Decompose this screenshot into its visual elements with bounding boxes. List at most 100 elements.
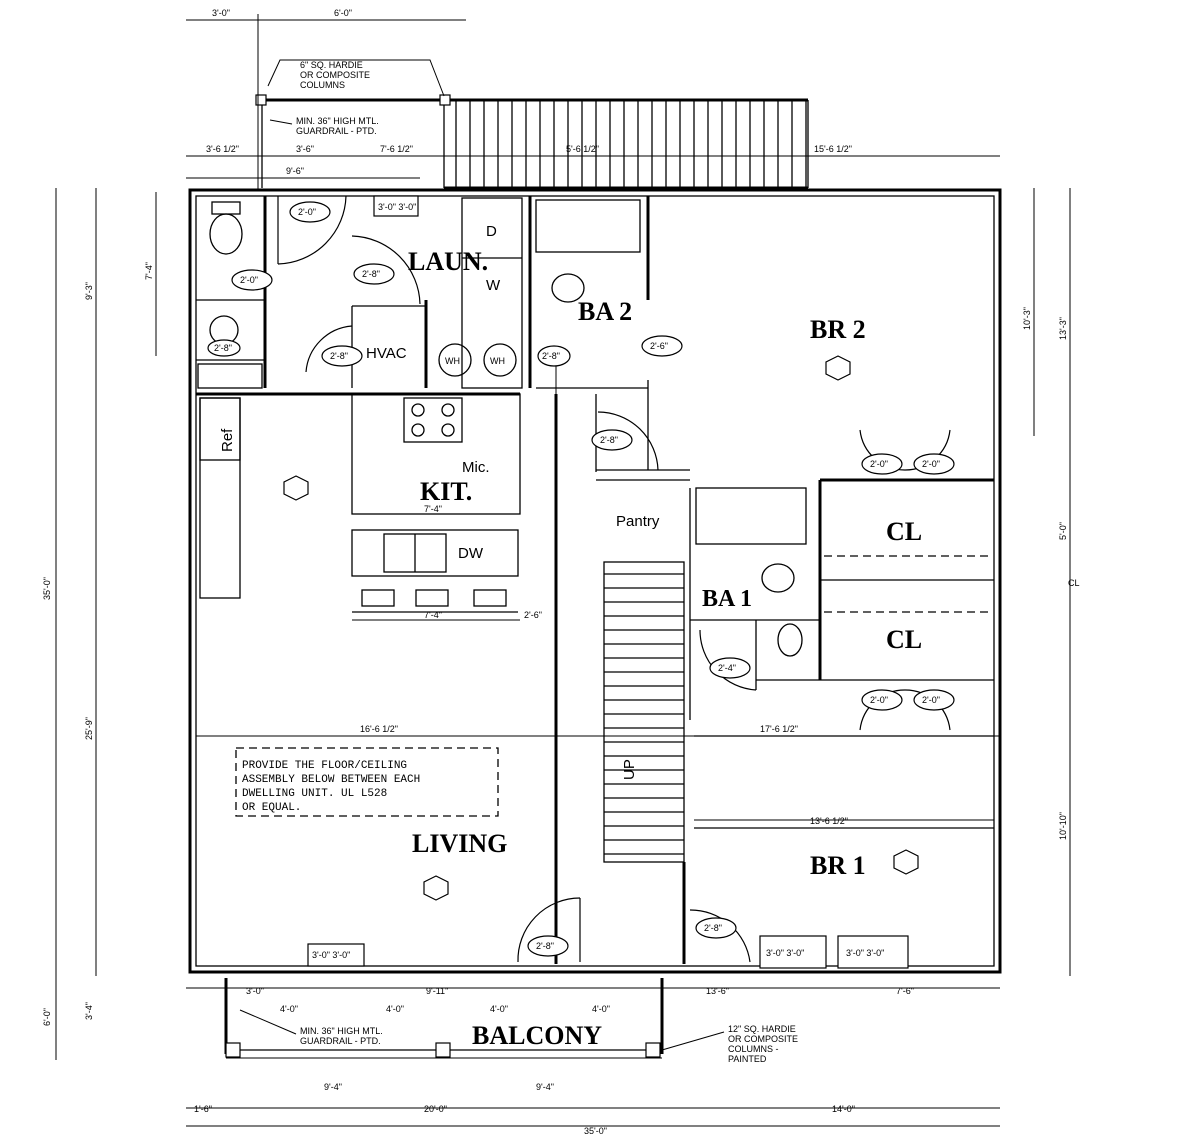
dim-bottom-2: 9'-11": [426, 986, 448, 996]
dim-left-upper: 9'-3": [84, 282, 94, 300]
top-guardrail-note: MIN. 36" HIGH MTL. GUARDRAIL - PTD.: [269, 116, 379, 136]
svg-text:3'-0" 3'-0": 3'-0" 3'-0": [766, 948, 804, 958]
door-tag: 2'-0": [861, 453, 903, 475]
dim-right-1: 10'-3": [1022, 307, 1032, 330]
top-columns-note-1: 6" SQ. HARDIE: [300, 60, 363, 70]
fixture-label-microwave: Mic.: [462, 459, 490, 476]
window-tag: 3'-0" 3'-0": [837, 935, 909, 969]
dim-bot2-2: 9'-4": [536, 1082, 554, 1092]
dim-bot2-1: 9'-4": [324, 1082, 342, 1092]
room-labels: LAUN. BA 2 BR 2 KIT. Pantry CL BA 1 CL L…: [408, 247, 922, 1050]
fixture-labels: D W HVAC WH WH Ref Mic. DW CL UP: [219, 223, 1080, 780]
room-label-balcony: BALCONY: [472, 1021, 602, 1050]
svg-text:2'-0": 2'-0": [870, 695, 888, 705]
smoke-detectors: [283, 355, 919, 901]
dim-row3-1: 9'-6": [286, 166, 304, 176]
dim-kit-3: 2'-6": [524, 610, 542, 620]
svg-text:2'-0": 2'-0": [240, 275, 258, 285]
dim-row2-4: 5'-6 1/2": [566, 144, 599, 154]
svg-text:2'-8": 2'-8": [330, 351, 348, 361]
svg-text:3'-0" 3'-0": 3'-0" 3'-0": [312, 950, 350, 960]
dim-top-2: 6'-0": [334, 8, 352, 18]
svg-text:2'-8": 2'-8": [542, 351, 560, 361]
dim-bot3-1: 1'-6": [194, 1104, 212, 1114]
dim-left-overall: 35'-0": [42, 577, 52, 600]
window-tags: 3'-0" 3'-0" 3'-0" 3'-0" 3'-0" 3'-0" 3'-0…: [307, 195, 909, 969]
door-tag: 2'-0": [913, 453, 955, 475]
svg-text:2'-4": 2'-4": [718, 663, 736, 673]
dim-left-bal-2: 6'-0": [42, 1008, 52, 1026]
room-label-bath2: BA 2: [578, 297, 632, 326]
note-line-2: ASSEMBLY BELOW BETWEEN EACH: [242, 774, 420, 786]
top-guardrail-note-1: MIN. 36" HIGH MTL.: [296, 116, 379, 126]
dim-row2-5: 15'-6 1/2": [814, 144, 852, 154]
note-line-1: PROVIDE THE FLOOR/CEILING: [242, 760, 407, 772]
interior-walls: [196, 196, 994, 964]
top-columns-note: 6" SQ. HARDIE OR COMPOSITE COLUMNS: [267, 59, 445, 97]
smoke-detector-icon: [423, 875, 449, 901]
svg-text:2'-6": 2'-6": [650, 341, 668, 351]
door-tags: 2'-0" 2'-0" 2'-8" 2'-8" 2'-6" 2'-8" 2'-8…: [207, 201, 955, 957]
fixtures: [209, 201, 803, 657]
room-label-pantry: Pantry: [616, 513, 660, 530]
dim-bottom-4: 7'-6": [896, 986, 914, 996]
svg-text:2'-8": 2'-8": [536, 941, 554, 951]
balcony-guardrail-note: MIN. 36" HIGH MTL. GUARDRAIL - PTD.: [239, 1009, 383, 1046]
fixture-label-water-heater-1: WH: [445, 356, 460, 366]
exterior-walls: [188, 188, 1002, 974]
svg-text:2'-0": 2'-0": [922, 695, 940, 705]
dim-br1-width-b: 13'-6 1/2": [810, 816, 848, 826]
dim-living-width: 16'-6 1/2": [360, 724, 398, 734]
dimension-text: 3'-0" 6'-0" 3'-6 1/2" 3'-6" 7'-6 1/2" 5'…: [42, 8, 1068, 1136]
fixture-label-dryer: D: [486, 223, 497, 240]
fixture-label-washer: W: [486, 277, 501, 294]
dim-bal-3: 4'-0": [490, 1004, 508, 1014]
window-tag: 3'-0" 3'-0": [307, 943, 365, 967]
fixture-label-dishwasher: DW: [458, 545, 484, 562]
door-tag: 2'-0": [913, 689, 955, 711]
dim-bottom-3: 13'-6": [706, 986, 729, 996]
svg-text:2'-0": 2'-0": [922, 459, 940, 469]
room-label-living: LIVING: [412, 829, 507, 858]
door-tag: 2'-8": [537, 345, 571, 367]
svg-text:3'-0" 3'-0": 3'-0" 3'-0": [378, 202, 416, 212]
dim-bal-4: 4'-0": [592, 1004, 610, 1014]
dim-kit-2: 7'-4": [424, 610, 442, 620]
window-tag: 3'-0" 3'-0": [759, 935, 827, 969]
door-tag: 2'-4": [709, 657, 751, 679]
dim-right-2: 13'-3": [1058, 317, 1068, 340]
balcony-guardrail-note-1: MIN. 36" HIGH MTL.: [300, 1026, 383, 1036]
door-tag: 2'-0": [231, 269, 273, 291]
dim-bottom-1: 3'-0": [246, 986, 264, 996]
window-tag: 3'-0" 3'-0": [373, 195, 419, 217]
door-tag: 2'-8": [321, 345, 363, 367]
room-label-closet-lower: CL: [886, 625, 922, 654]
door-tag: 2'-8": [527, 935, 569, 957]
svg-text:2'-8": 2'-8": [362, 269, 380, 279]
svg-text:2'-8": 2'-8": [214, 343, 232, 353]
dim-row2-2: 3'-6": [296, 144, 314, 154]
smoke-detector-icon: [283, 475, 309, 501]
dim-bal-1: 4'-0": [280, 1004, 298, 1014]
fixture-label-up-stair: UP: [621, 759, 638, 780]
door-tag: 2'-8": [207, 339, 241, 357]
svg-text:3'-0" 3'-0": 3'-0" 3'-0": [846, 948, 884, 958]
room-label-closet-upper: CL: [886, 517, 922, 546]
smoke-detector-icon: [893, 849, 919, 875]
dim-kit-1: 7'-4": [424, 504, 442, 514]
fixture-label-refrigerator: Ref: [219, 428, 236, 452]
fixture-label-closet-callout: CL: [1068, 578, 1080, 588]
door-tag: 2'-0": [861, 689, 903, 711]
dim-overall: 35'-0": [584, 1126, 607, 1136]
note-line-3: DWELLING UNIT. UL L528: [242, 788, 387, 800]
dim-left-bal-1: 3'-4": [84, 1002, 94, 1020]
dim-row2-3: 7'-6 1/2": [380, 144, 413, 154]
door-tag: 2'-0": [289, 201, 331, 223]
top-columns-note-2: OR COMPOSITE: [300, 70, 370, 80]
exterior-stair: [255, 94, 809, 190]
dim-right-3: 10'-10": [1058, 812, 1068, 840]
dim-bot3-3: 14'-0": [832, 1104, 855, 1114]
svg-text:2'-8": 2'-8": [704, 923, 722, 933]
dim-right-cl: 5'-0": [1058, 522, 1068, 540]
